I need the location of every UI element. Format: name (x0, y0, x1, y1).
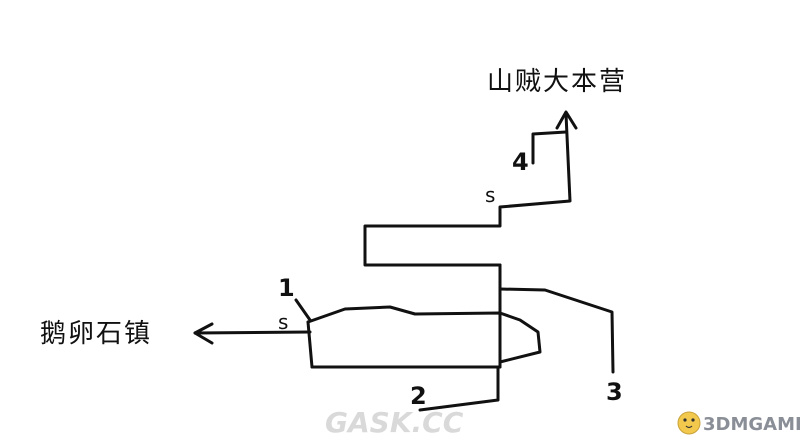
branch-to-3 (498, 287, 615, 374)
start-mark-upper: s (485, 183, 495, 207)
arrow-to-left-destination (193, 330, 312, 335)
marker-2-label: 2 (410, 382, 427, 410)
corner-watermark-text: 3DMGAME (703, 414, 800, 435)
marker-3-label: 3 (606, 378, 623, 406)
route-lines (193, 110, 615, 412)
marker-1-tick (294, 298, 312, 322)
blob-top-outline (306, 305, 542, 364)
corner-watermark: 3DMGAME (677, 411, 800, 435)
center-watermark: GASK.CC (325, 406, 464, 439)
start-mark-left: s (278, 310, 288, 334)
switchback-path (363, 112, 572, 267)
destination-top-label: 山贼大本营 (487, 67, 627, 97)
branch-to-2 (418, 365, 500, 412)
chick-logo-icon (677, 411, 701, 435)
left-arrowhead-icon (193, 322, 214, 345)
destination-left-label: 鹅卵石镇 (40, 319, 152, 349)
marker-1-label: 1 (278, 274, 295, 302)
marker-4-label: 4 (512, 148, 529, 176)
top-arrowhead-icon (555, 110, 578, 130)
blob-left-edge (306, 320, 314, 369)
spur-to-4 (531, 130, 568, 165)
